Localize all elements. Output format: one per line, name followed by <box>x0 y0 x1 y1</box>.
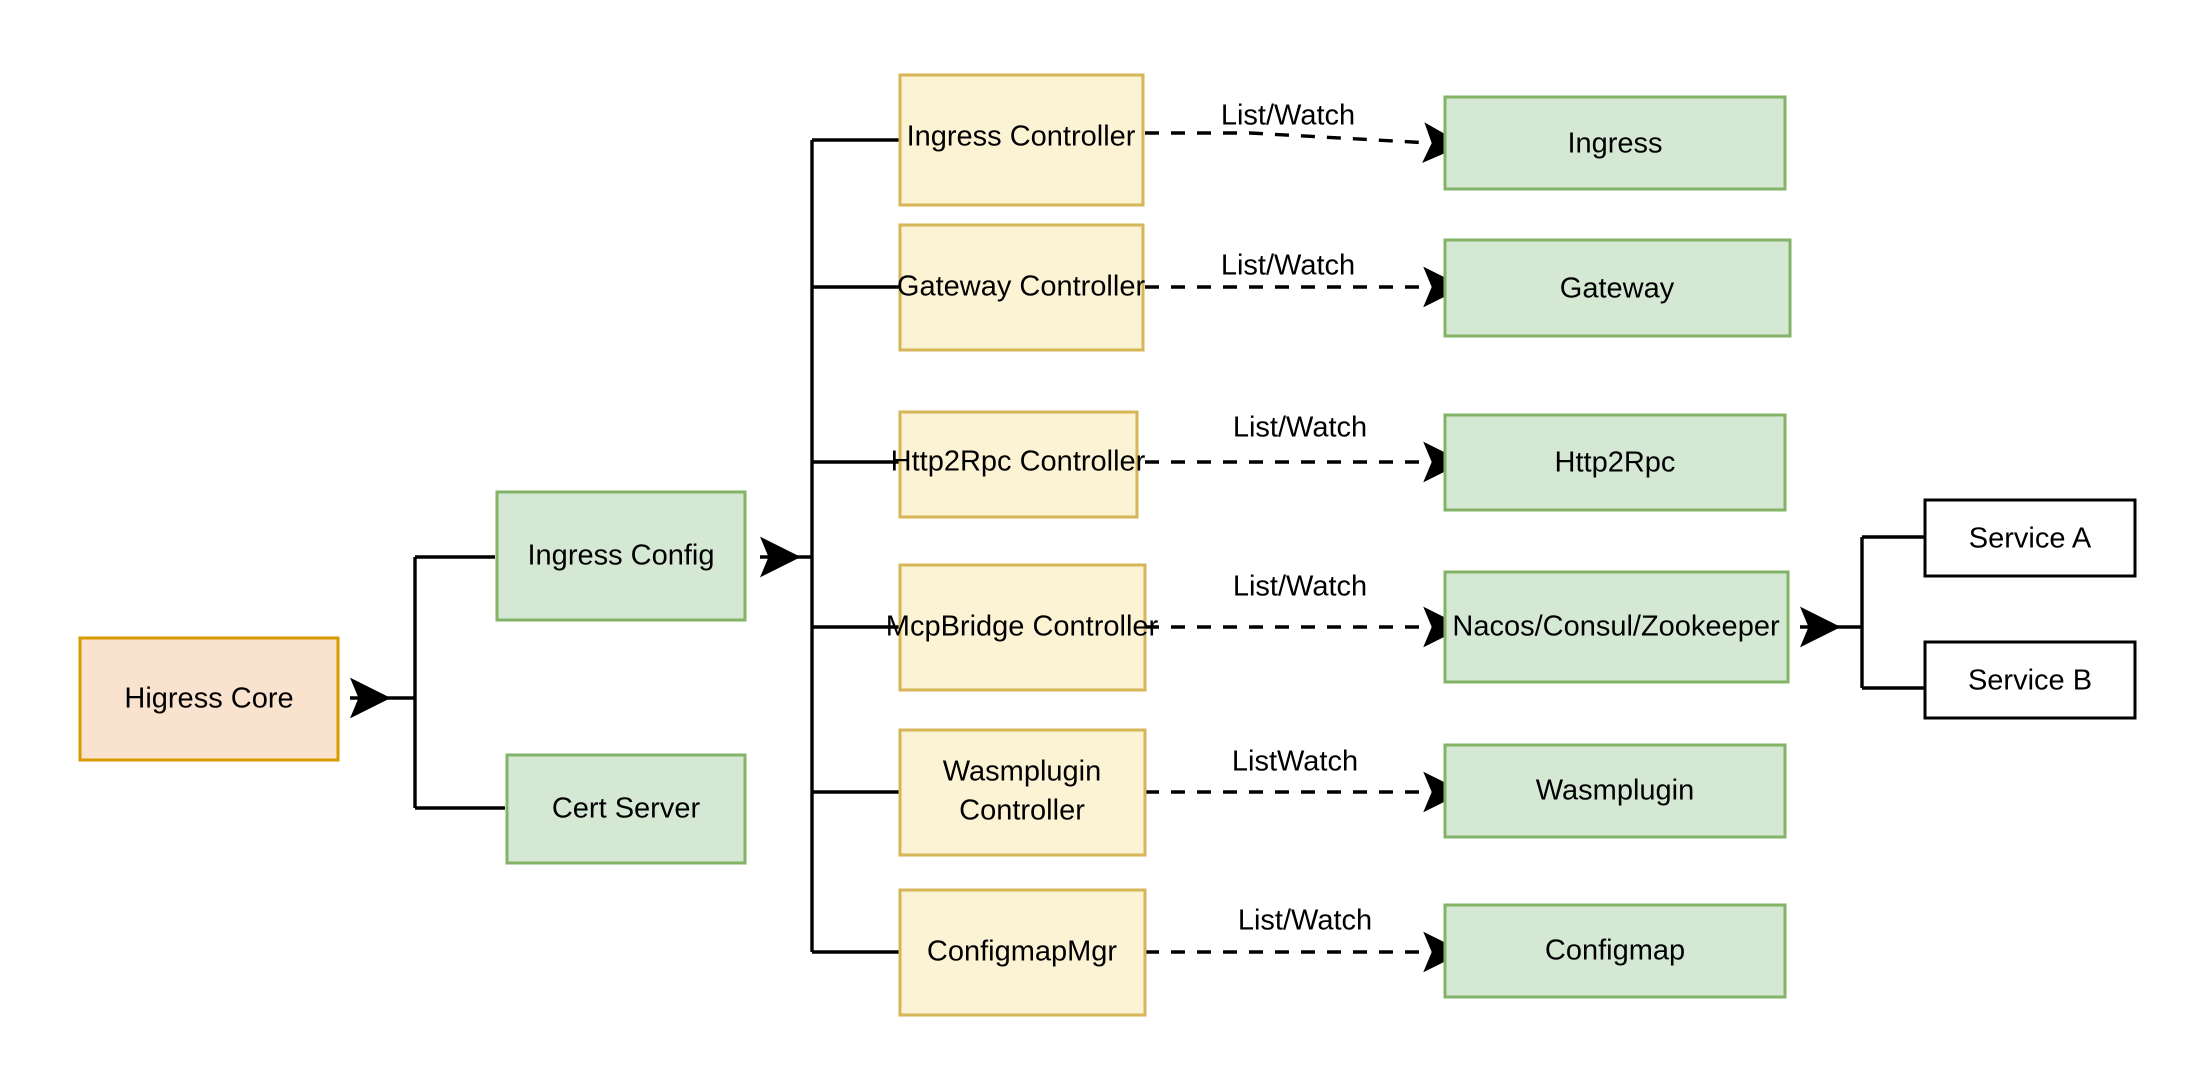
http2rpc-label: Http2Rpc <box>1555 447 1676 479</box>
node-wasmplugin-controller[interactable]: Wasmplugin Controller <box>898 728 1147 857</box>
service-a-box[interactable] <box>1923 498 2137 578</box>
configmapmgr-label: ConfigmapMgr <box>927 936 1118 968</box>
http2rpc-box[interactable] <box>1443 413 1787 512</box>
ingress-controller-label: Ingress Controller <box>907 121 1136 153</box>
mcpbridge-controller-label: McpBridge Controller <box>886 611 1159 643</box>
controller-trunk-connector <box>760 138 900 954</box>
edge-label-configmap: List/Watch <box>1238 905 1372 937</box>
edge-label-wasmplugin: ListWatch <box>1232 746 1358 778</box>
wasmplugin-box[interactable] <box>1443 743 1787 839</box>
node-ingress[interactable]: Ingress <box>1443 95 1787 191</box>
node-higress-core[interactable]: Higress Core <box>78 636 340 762</box>
services-registry-connector <box>1800 535 1925 690</box>
node-cert-server[interactable]: Cert Server <box>505 753 747 865</box>
ingress-controller-box[interactable] <box>898 73 1145 207</box>
edge-label-mcpbridge: List/Watch <box>1233 571 1367 603</box>
node-configmapmgr[interactable]: ConfigmapMgr <box>898 888 1147 1017</box>
configmap-box[interactable] <box>1443 903 1787 999</box>
ingress-config-box[interactable] <box>495 490 747 622</box>
wasmplugin-controller-label-line2: Controller <box>959 795 1085 827</box>
wasmplugin-controller-label-line1: Wasmplugin <box>943 756 1101 788</box>
node-http2rpc-controller[interactable]: Http2Rpc Controller <box>891 410 1146 519</box>
wasmplugin-label: Wasmplugin <box>1536 775 1694 807</box>
gateway-label: Gateway <box>1560 273 1675 305</box>
node-service-a[interactable]: Service A <box>1923 498 2137 578</box>
higress-core-box[interactable] <box>78 636 340 762</box>
node-gateway[interactable]: Gateway <box>1443 238 1792 338</box>
service-b-box[interactable] <box>1923 640 2137 720</box>
registry-box[interactable] <box>1443 570 1790 684</box>
http2rpc-controller-box[interactable] <box>898 410 1139 519</box>
node-registry[interactable]: Nacos/Consul/Zookeeper <box>1443 570 1790 684</box>
http2rpc-controller-label: Http2Rpc Controller <box>891 446 1146 478</box>
node-gateway-controller[interactable]: Gateway Controller <box>897 223 1146 352</box>
cert-server-box[interactable] <box>505 753 747 865</box>
gateway-box[interactable] <box>1443 238 1792 338</box>
cert-server-label: Cert Server <box>552 793 701 825</box>
service-b-label: Service B <box>1968 665 2092 697</box>
ingress-label: Ingress <box>1567 128 1662 160</box>
node-ingress-config[interactable]: Ingress Config <box>495 490 747 622</box>
node-ingress-controller[interactable]: Ingress Controller <box>898 73 1145 207</box>
gateway-controller-box[interactable] <box>898 223 1145 352</box>
registry-label: Nacos/Consul/Zookeeper <box>1452 611 1780 643</box>
ingress-config-label: Ingress Config <box>528 540 715 572</box>
mcpbridge-controller-box[interactable] <box>898 563 1147 692</box>
node-mcpbridge-controller[interactable]: McpBridge Controller <box>886 563 1159 692</box>
higress-core-connector <box>350 555 505 810</box>
ingress-box[interactable] <box>1443 95 1787 191</box>
higress-core-label: Higress Core <box>124 683 293 715</box>
service-a-label: Service A <box>1969 523 2092 555</box>
node-service-b[interactable]: Service B <box>1923 640 2137 720</box>
wasmplugin-controller-box[interactable] <box>898 728 1147 857</box>
node-http2rpc[interactable]: Http2Rpc <box>1443 413 1787 512</box>
gateway-controller-label: Gateway Controller <box>897 271 1146 303</box>
listwatch-edges <box>1145 122 1464 973</box>
edge-label-ingress: List/Watch <box>1221 100 1355 132</box>
configmapmgr-box[interactable] <box>898 888 1147 1017</box>
node-wasmplugin[interactable]: Wasmplugin <box>1443 743 1787 839</box>
configmap-label: Configmap <box>1545 935 1685 967</box>
edge-label-gateway: List/Watch <box>1221 250 1355 282</box>
node-configmap[interactable]: Configmap <box>1443 903 1787 999</box>
edge-label-http2rpc: List/Watch <box>1233 412 1367 444</box>
